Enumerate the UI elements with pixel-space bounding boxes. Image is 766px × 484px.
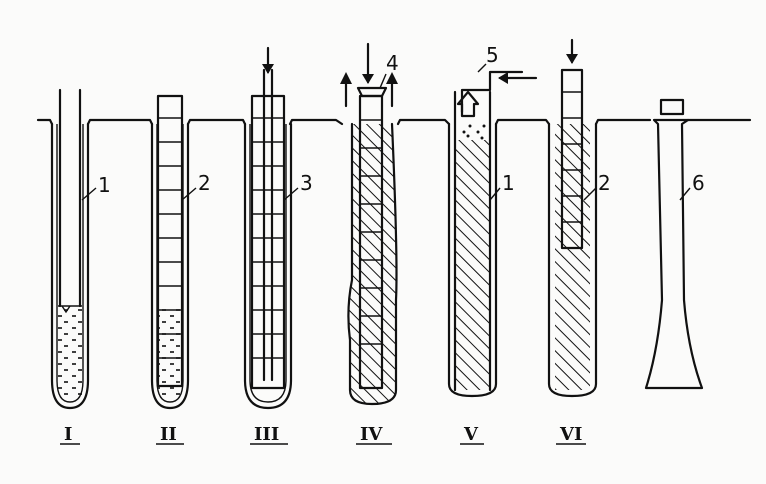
stage-ii-borehole [150, 94, 190, 410]
up-arrow-icon [340, 72, 352, 84]
stage-iv-borehole [340, 42, 398, 406]
down-arrow-icon [262, 64, 274, 74]
reinforcement-cage [156, 94, 184, 388]
stage-iii-borehole [243, 46, 293, 410]
stage-label: I [64, 424, 72, 445]
stage-vi-borehole [547, 38, 598, 398]
down-arrow-icon [566, 54, 578, 64]
finished-pile [644, 98, 704, 390]
callout-label: 2 [598, 171, 611, 195]
ground-surface [36, 118, 752, 126]
stage-v-borehole [447, 70, 538, 398]
pile-cap [659, 98, 685, 116]
down-arrow-icon [362, 74, 374, 84]
air-outlet-arrow-icon [456, 90, 480, 118]
hopper-cap [356, 86, 388, 98]
callout-label: 3 [300, 171, 313, 195]
callout-label: 5 [486, 43, 499, 67]
leader-lines [81, 63, 691, 201]
callout-label: 2 [198, 171, 211, 195]
stage-label: IV [360, 424, 383, 445]
stage-i-borehole [50, 88, 90, 410]
callout-label: 1 [98, 173, 111, 197]
callout-label: 1 [502, 171, 515, 195]
stage-label: VI [559, 424, 582, 445]
left-arrow-icon [498, 72, 508, 84]
callout-label: 4 [386, 51, 399, 75]
up-arrow-icon [386, 72, 398, 84]
stage-label: II [160, 424, 177, 445]
callout-label: 6 [692, 171, 705, 195]
stage-label: V [463, 424, 479, 445]
stage-label: III [254, 424, 279, 445]
